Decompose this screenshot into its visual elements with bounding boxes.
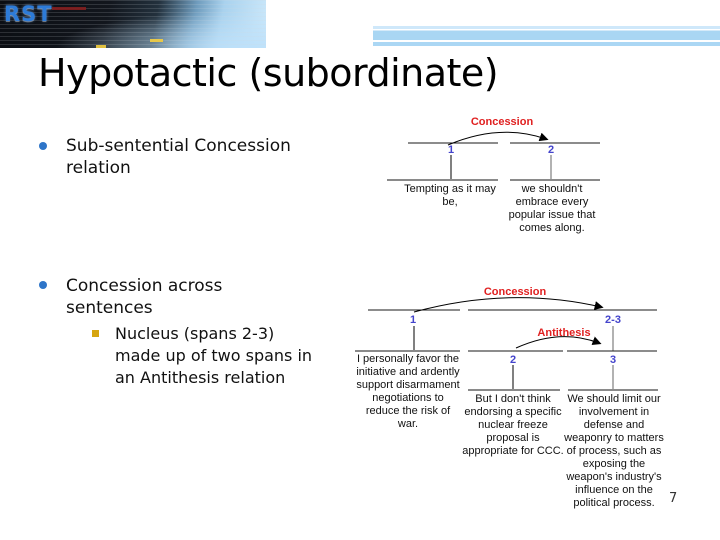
- span-number-2: 2: [547, 144, 555, 156]
- sub-bullet-square-icon: [92, 330, 99, 337]
- relation-label-concession: Concession: [470, 116, 534, 128]
- relation-label-antithesis: Antithesis: [537, 327, 591, 339]
- diagram1-lines: [387, 131, 600, 181]
- rst-diagram-2: Concession Antithesis 1 2-3 2 3 I person…: [350, 285, 670, 520]
- span-number-3: 3: [609, 354, 617, 366]
- bullet-dot-icon: [39, 142, 47, 150]
- relation-label-concession: Concession: [483, 286, 547, 298]
- logo-texture-red: [52, 7, 86, 10]
- concession-arrow: [447, 131, 549, 146]
- sub-bullet: Nucleus (spans 2-3)made up of two spans …: [115, 324, 313, 387]
- concession-arrow: [413, 297, 604, 313]
- slide-title: Hypotactic (subordinate): [38, 51, 499, 95]
- top-band-right: [373, 26, 720, 46]
- span-number-2-3: 2-3: [605, 314, 621, 326]
- span-number-1: 1: [447, 144, 455, 156]
- rst-logo-text: RST: [4, 2, 53, 26]
- logo-texture-yellow: [96, 45, 106, 48]
- bullet-dot-icon: [39, 281, 47, 289]
- span-number-2: 2: [509, 354, 517, 366]
- logo-texture-yellow: [150, 39, 163, 42]
- page-number: 7: [669, 491, 678, 506]
- rst-logo: RST: [0, 0, 266, 48]
- diagram2-lines: [355, 297, 658, 391]
- antithesis-arrow: [515, 336, 602, 349]
- span-number-1: 1: [409, 314, 417, 326]
